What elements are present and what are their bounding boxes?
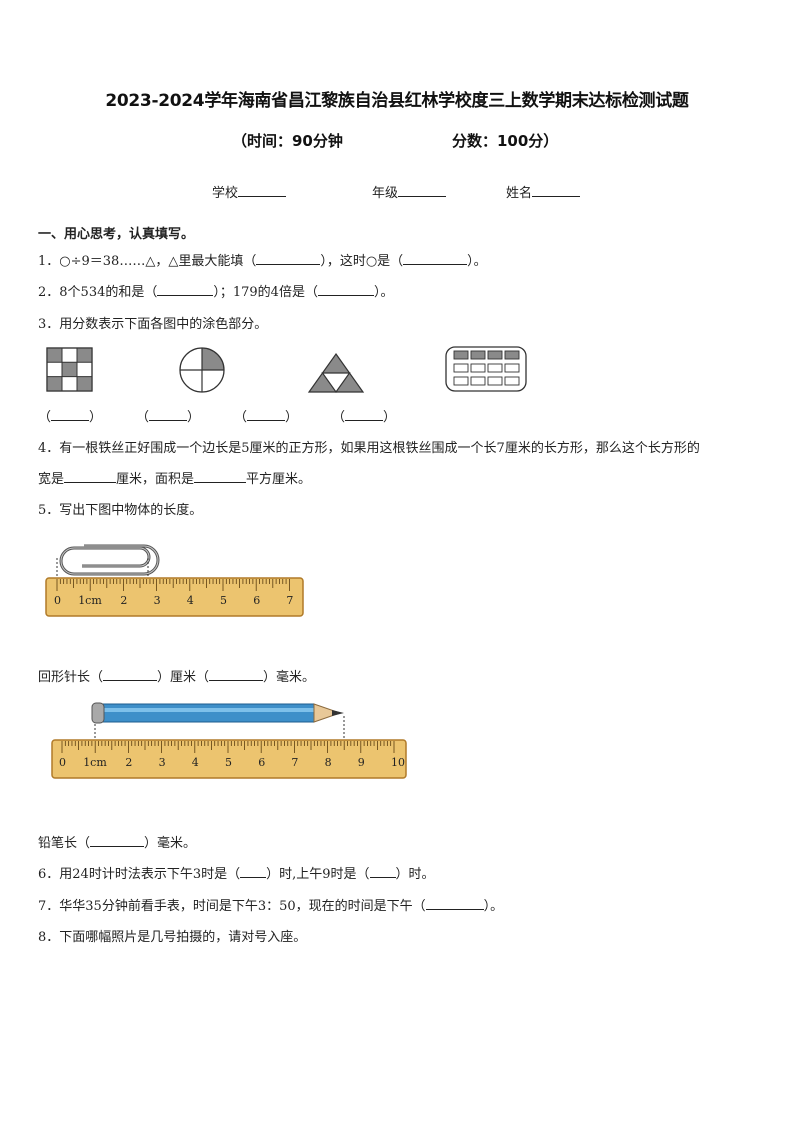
grade-label: 年级 <box>372 186 399 201</box>
q3-answer-3: （） <box>234 406 298 425</box>
ruler-label: 5 <box>225 756 232 769</box>
ruler-label: 6 <box>258 756 265 769</box>
paperclip-ruler-figure: 0 1cm 2 3 4 5 6 7 <box>45 544 304 617</box>
triangle-shape-figure <box>307 352 365 394</box>
q4-text-c: 平方厘米。 <box>246 472 312 487</box>
ruler-label: 0 <box>54 594 61 607</box>
ruler-label: 7 <box>291 756 298 769</box>
circle-shape-figure <box>179 347 225 393</box>
grade-blank[interactable] <box>398 184 447 197</box>
q2-blank-1[interactable] <box>157 282 214 296</box>
ruler-label: 10 <box>391 756 405 769</box>
q2-text-b: ）；179的4倍是（ <box>213 285 318 300</box>
q7-text-b: ）。 <box>483 899 504 914</box>
clip-text-a: 回形针长（ <box>38 670 104 685</box>
q1-text-c: ）。 <box>467 254 487 269</box>
school-label: 学校 <box>212 186 239 201</box>
q3-blank-2[interactable] <box>149 407 188 421</box>
q3-answer-4: （） <box>332 406 396 425</box>
paperclip-question: 回形针长（ ）厘米（ ）毫米。 <box>38 666 315 685</box>
q1-text-b: ），这时○是（ <box>320 254 404 269</box>
section-heading: 一、用心思考，认真填写。 <box>38 227 195 242</box>
q3-blank-1[interactable] <box>51 407 90 421</box>
grade-field[interactable]: 年级 <box>372 182 447 201</box>
clip-text-c: ）毫米。 <box>263 670 316 685</box>
q3-blank-4[interactable] <box>345 407 384 421</box>
q2-text-a: 2．8个534的和是（ <box>38 285 158 300</box>
q6-text-c: ）时。 <box>395 867 435 882</box>
exam-score: 分数：100分） <box>452 132 559 150</box>
q2-blank-2[interactable] <box>317 282 374 296</box>
name-label: 姓名 <box>506 186 533 201</box>
clip-blank-mm[interactable] <box>209 667 264 681</box>
q7-blank[interactable] <box>425 896 484 910</box>
grid-shape-figure <box>46 347 93 392</box>
question-5: 5．写出下图中物体的长度。 <box>38 503 203 518</box>
ruler-label: 1cm <box>78 594 102 607</box>
question-4-line-2: 宽是 厘米，面积是 平方厘米。 <box>38 468 311 487</box>
question-4-line-1: 4．有一根铁丝正好围成一个边长是5厘米的正方形，如果用这根铁丝围成一个长7厘米的… <box>38 441 700 456</box>
question-8: 8．下面哪幅照片是几号拍摄的，请对号入座。 <box>38 930 307 945</box>
rectangle-grid-figure <box>445 346 527 392</box>
question-6: 6．用24时计时法表示下午3时是（ ）时,上午9时是（ ）时。 <box>38 863 435 882</box>
question-3: 3．用分数表示下面各图中的涂色部分。 <box>38 317 268 332</box>
q7-text-a: 7．华华35分钟前看手表，时间是下午3：50，现在的时间是下午（ <box>38 899 426 914</box>
pencil-text-a: 铅笔长（ <box>38 836 91 851</box>
q6-blank-1[interactable] <box>240 864 267 878</box>
q1-text-a: 1．○÷9＝38……△，△里最大能填（ <box>38 254 257 269</box>
pencil-blank-mm[interactable] <box>90 833 145 847</box>
q3-answer-2: （） <box>136 406 200 425</box>
q3-answer-1: （） <box>38 406 102 425</box>
q4-blank-1[interactable] <box>64 469 117 483</box>
ruler-label: 4 <box>187 594 194 607</box>
ruler-label: 3 <box>159 756 166 769</box>
q4-blank-2[interactable] <box>194 469 247 483</box>
school-field[interactable]: 学校 <box>212 182 287 201</box>
q6-text-b: ）时,上午9时是（ <box>266 867 370 882</box>
q6-text-a: 6．用24时计时法表示下午3时是（ <box>38 867 241 882</box>
q1-blank-1[interactable] <box>256 251 321 265</box>
exam-time: （时间：90分钟 <box>232 132 343 150</box>
pencil-ruler-figure: 0 1cm 2 3 4 5 6 7 8 9 10 <box>51 702 407 779</box>
ruler-label: 2 <box>125 756 132 769</box>
ruler-label: 8 <box>325 756 332 769</box>
pencil-icon <box>91 702 344 724</box>
clip-blank-cm[interactable] <box>103 667 158 681</box>
page-title: 2023-2024学年海南省昌江黎族自治县红林学校度三上数学期末达标检测试题 <box>105 91 689 111</box>
q6-blank-2[interactable] <box>369 864 396 878</box>
q4-text-a: 宽是 <box>38 472 65 487</box>
ruler-label: 9 <box>358 756 365 769</box>
q4-text-b: 厘米，面积是 <box>116 472 195 487</box>
ruler-label: 2 <box>120 594 127 607</box>
ruler-label: 4 <box>192 756 199 769</box>
name-blank[interactable] <box>532 184 581 197</box>
question-7: 7．华华35分钟前看手表，时间是下午3：50，现在的时间是下午（ ）。 <box>38 895 503 914</box>
name-field[interactable]: 姓名 <box>506 182 581 201</box>
ruler-label: 5 <box>220 594 227 607</box>
question-2: 2．8个534的和是（ ）；179的4倍是（ ）。 <box>38 281 393 300</box>
clip-text-b: ）厘米（ <box>157 670 210 685</box>
paperclip-icon <box>59 544 160 576</box>
q3-blank-3[interactable] <box>247 407 286 421</box>
ruler-label: 0 <box>59 756 66 769</box>
ruler-label: 6 <box>253 594 260 607</box>
q1-blank-2[interactable] <box>403 251 468 265</box>
question-1: 1．○÷9＝38……△，△里最大能填（ ），这时○是（ ）。 <box>38 250 487 269</box>
pencil-question: 铅笔长（ ）毫米。 <box>38 832 196 851</box>
ruler-label: 7 <box>286 594 293 607</box>
ruler-label: 1cm <box>83 756 107 769</box>
pencil-text-b: ）毫米。 <box>144 836 197 851</box>
q2-text-c: ）。 <box>373 285 394 300</box>
ruler-label: 3 <box>154 594 161 607</box>
school-blank[interactable] <box>238 184 287 197</box>
